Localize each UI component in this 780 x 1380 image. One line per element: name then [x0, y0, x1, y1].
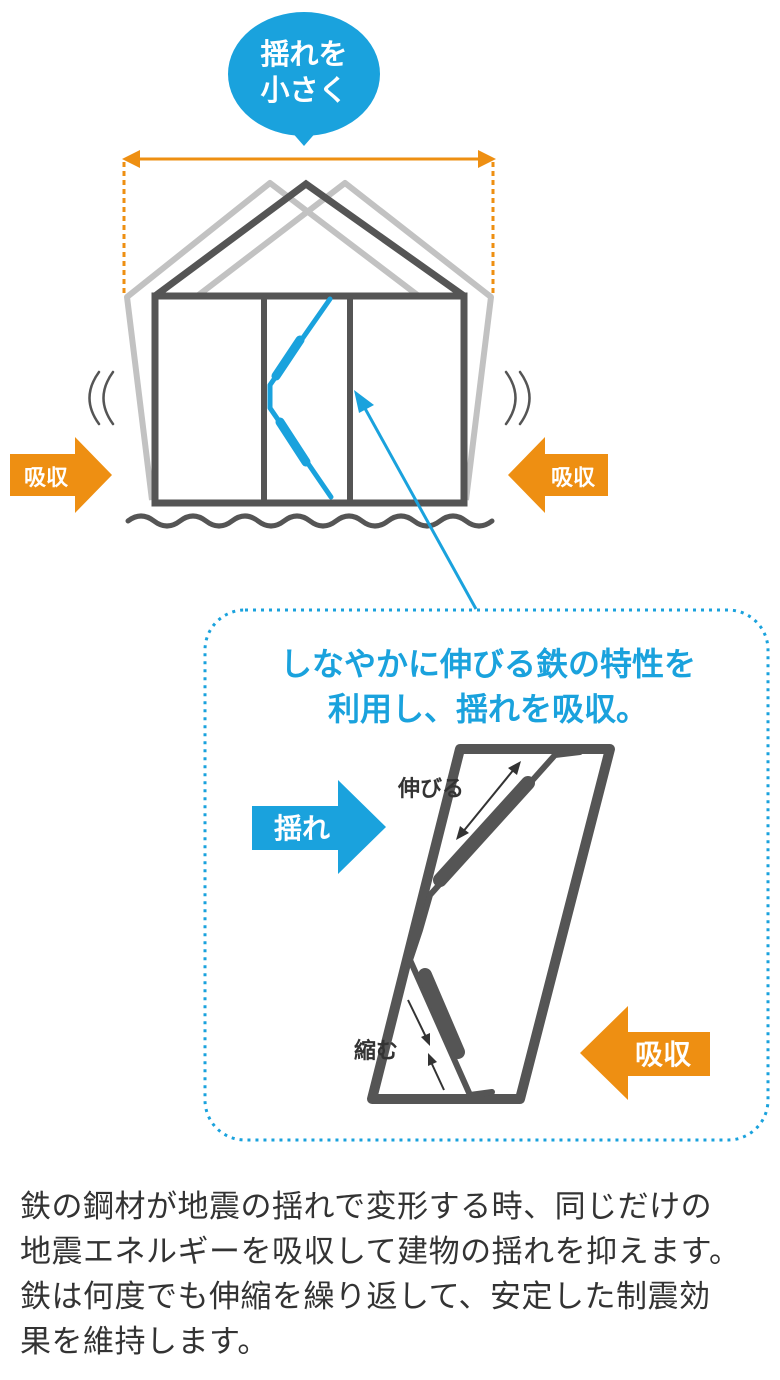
detail-brace [407, 749, 583, 1098]
absorb-arrow-detail: 吸収 [580, 1006, 710, 1100]
shrink-indicator: 縮む [354, 999, 445, 1091]
ghost-house-left [124, 180, 422, 501]
description-caption: 鉄の鋼材が地震の揺れで変形する時、同じだけの 地震エネルギーを吸収して建物の揺れ… [20, 1185, 765, 1365]
detail-title-line-2: 利用し、揺れを吸収。 [328, 690, 648, 728]
shake-marks-right [504, 370, 531, 426]
caption-line-4: 果を維持します。 [20, 1324, 269, 1360]
stretch-label: 伸びる [397, 777, 464, 802]
shake-marks-left [88, 370, 115, 426]
ghost-house-right [194, 180, 494, 501]
absorb-arrow-left: 吸収 [10, 437, 112, 513]
deformed-frame [367, 744, 615, 1104]
bubble-line-1: 揺れを [260, 37, 347, 71]
caption-line-2: 地震エネルギーを吸収して建物の揺れを抑えます。 [20, 1234, 741, 1270]
stretch-indicator: 伸びる [397, 761, 521, 840]
absorb-label-detail: 吸収 [635, 1038, 692, 1071]
house [151, 179, 468, 507]
caption-line-1: 鉄の鋼材が地震の揺れで変形する時、同じだけの [20, 1189, 713, 1225]
callout-pointer [354, 390, 478, 610]
bubble-line-2: 小さく [260, 73, 347, 107]
sway-reduction-bubble: 揺れを 小さく [228, 12, 380, 146]
sway-arrow: 揺れ [252, 780, 386, 874]
ground-wave [125, 513, 495, 529]
damper-brace [267, 296, 334, 500]
sway-label: 揺れ [274, 812, 330, 845]
sway-width-indicator [122, 150, 496, 295]
shrink-label: 縮む [354, 1038, 398, 1064]
caption-line-3: 鉄は何度でも伸縮を繰り返して、安定した制震効 [20, 1279, 711, 1315]
seismic-diagram: 揺れを 小さく 吸収 [10, 12, 770, 1142]
detail-title-line-1: しなやかに伸びる鉄の特性を [280, 645, 696, 683]
absorb-label-left: 吸収 [24, 466, 69, 491]
detail-box [203, 608, 770, 1142]
absorb-arrow-right: 吸収 [508, 437, 608, 513]
absorb-label-right: 吸収 [551, 466, 596, 491]
